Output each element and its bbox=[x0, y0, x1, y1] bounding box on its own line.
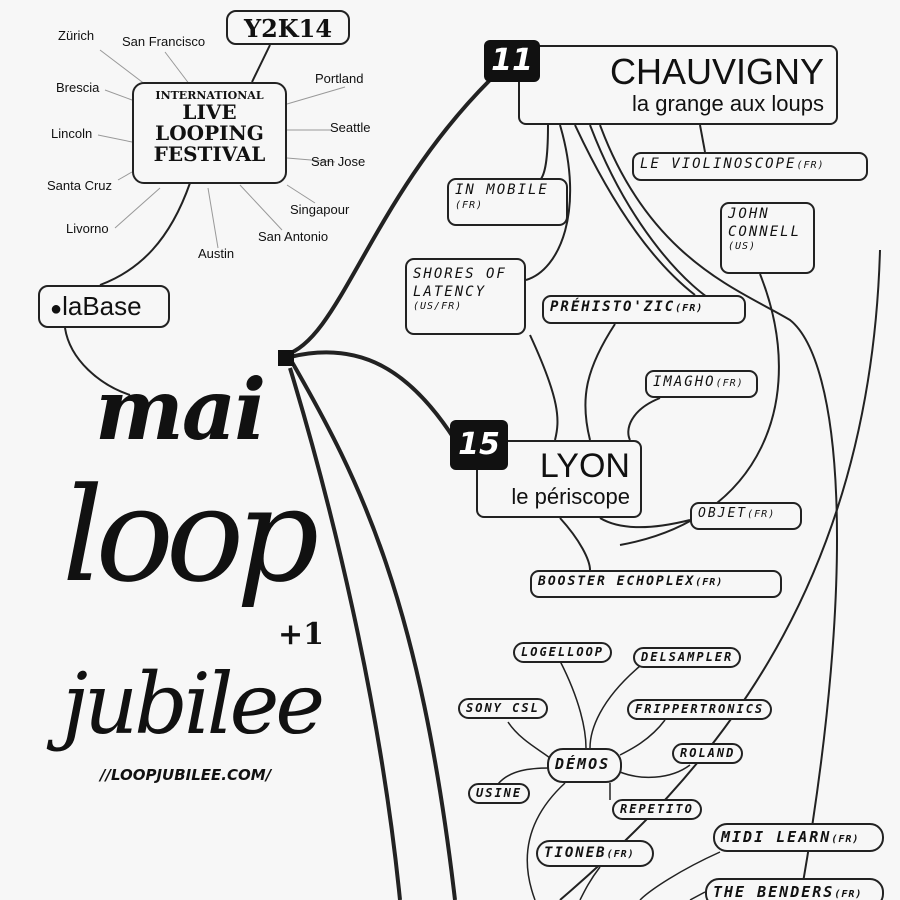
city-label: Zürich bbox=[58, 28, 95, 43]
demo-logelloop: LOGELLOOP bbox=[513, 642, 613, 663]
artist-country: (US/FR) bbox=[413, 301, 463, 312]
brand-mai: mai bbox=[95, 360, 266, 459]
festival-line: INTERNATIONAL bbox=[155, 89, 264, 102]
artist-imagho: IMAGHO(FR) bbox=[645, 370, 758, 398]
date-badge-11: 11 bbox=[484, 40, 540, 82]
artist-in-mobile: IN MOBILE(FR) bbox=[447, 178, 568, 226]
artist-name: TIONEB bbox=[544, 845, 607, 861]
festival-line: LOOPING bbox=[155, 120, 264, 145]
labase-label: laBase bbox=[62, 291, 142, 321]
date-badge-15: 15 bbox=[450, 420, 508, 470]
artist-name: THE BENDERS bbox=[713, 883, 835, 900]
artist-name: BOOSTER ECHOPLEX bbox=[538, 574, 696, 589]
artist-name: LATENCY bbox=[413, 283, 487, 300]
artist-objet: OBJET(FR) bbox=[690, 502, 802, 530]
festival-box: INTERNATIONAL LIVE LOOPING FESTIVAL bbox=[132, 82, 287, 184]
artist-name: IN MOBILE bbox=[455, 182, 549, 198]
artist-name: SHORES OF bbox=[413, 266, 507, 282]
venue-city: CHAUVIGNY bbox=[609, 51, 824, 92]
demo-delsampler: DELSAMPLER bbox=[633, 647, 742, 668]
city-label: San Antonio bbox=[258, 229, 329, 244]
y2k14-box: Y2K14 bbox=[226, 10, 350, 45]
artist-name: PRÉHISTO'ZIC bbox=[550, 299, 676, 315]
demo-sony-csl: SONY CSL bbox=[458, 698, 548, 719]
artist-midi-learn: MIDI LEARN(FR) bbox=[713, 823, 884, 852]
artist-le-violinoscope: LE VIOLINOSCOPE(FR) bbox=[632, 152, 868, 181]
website-link[interactable]: //LOOPJUBILEE.COM/ bbox=[100, 766, 272, 784]
artist-country: (FR) bbox=[834, 889, 863, 900]
brand-loop: loop bbox=[62, 459, 319, 611]
city-label: Brescia bbox=[56, 80, 100, 95]
demo-frippertronics: FRIPPERTRONICS bbox=[627, 699, 773, 720]
artist-country: (FR) bbox=[796, 160, 825, 171]
festival-line: FESTIVAL bbox=[153, 141, 266, 166]
festival-line: LIVE bbox=[182, 99, 237, 124]
artist-name: MIDI LEARN bbox=[721, 828, 832, 846]
artist-country: (FR) bbox=[675, 303, 704, 314]
y2k14-label: Y2K14 bbox=[243, 14, 333, 43]
brand-jubilee: jubilee bbox=[62, 655, 325, 753]
artist-name: OBJET bbox=[698, 506, 748, 521]
artist-name: IMAGHO bbox=[653, 374, 716, 390]
city-label: Santa Cruz bbox=[47, 178, 113, 193]
artist-country: (FR) bbox=[606, 849, 635, 860]
city-label: San Jose bbox=[311, 154, 366, 169]
dot-icon: ● bbox=[50, 298, 63, 320]
city-label: Seattle bbox=[330, 120, 371, 135]
artist-country: (US) bbox=[728, 241, 757, 252]
artist-name: JOHN bbox=[728, 206, 770, 222]
artist-country: (FR) bbox=[831, 834, 860, 845]
city-label: Portland bbox=[315, 71, 364, 86]
brand-plus-one: +1 bbox=[278, 617, 325, 652]
artist-country: (FR) bbox=[715, 378, 744, 389]
demo-roland: ROLAND bbox=[672, 743, 744, 764]
demos-hub: DÉMOS bbox=[547, 748, 622, 783]
artist-the-benders: THE BENDERS(FR) bbox=[705, 878, 884, 900]
artist-country: (FR) bbox=[455, 199, 484, 211]
artist-name: LE VIOLINOSCOPE bbox=[640, 156, 797, 172]
artist-country: (FR) bbox=[695, 577, 724, 588]
artist-prehistozic: PRÉHISTO'ZIC(FR) bbox=[542, 295, 746, 324]
city-label: Singapour bbox=[290, 202, 350, 217]
venue-name: le périscope bbox=[511, 484, 630, 509]
artist-country: (FR) bbox=[747, 509, 776, 520]
venue-city: LYON bbox=[539, 447, 630, 485]
artist-booster-echoplex: BOOSTER ECHOPLEX(FR) bbox=[530, 570, 782, 598]
artist-name: CONNELL bbox=[728, 223, 802, 240]
city-label: Lincoln bbox=[51, 126, 93, 141]
chauvigny-box: CHAUVIGNY la grange aux loups bbox=[518, 45, 838, 125]
city-label: Livorno bbox=[66, 221, 109, 236]
city-label: San Francisco bbox=[122, 34, 206, 49]
venue-name: la grange aux loups bbox=[631, 91, 824, 116]
demo-usine: USINE bbox=[468, 783, 531, 804]
junction-node bbox=[278, 350, 294, 366]
artist-tioneb: TIONEB(FR) bbox=[536, 840, 654, 867]
demo-repetito: REPETITO bbox=[612, 799, 702, 820]
labase-box: ●laBase bbox=[38, 285, 170, 328]
city-label: Austin bbox=[198, 246, 235, 261]
